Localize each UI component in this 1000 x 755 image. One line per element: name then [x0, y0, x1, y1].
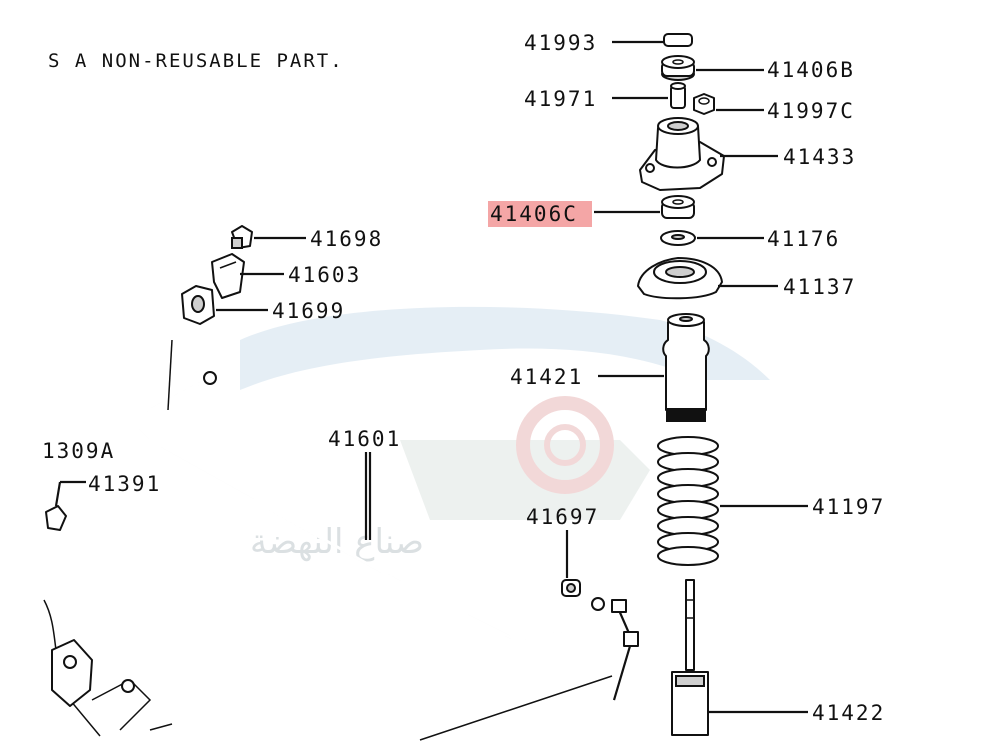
label-41699: 41699	[272, 299, 345, 323]
part-41137: 41137	[637, 257, 856, 300]
label-41406B: 41406B	[767, 58, 855, 82]
label-41997C: 41997C	[767, 99, 855, 123]
stabilizer-link	[419, 599, 639, 741]
label-41421: 41421	[510, 365, 583, 389]
part-41697: 41697	[526, 505, 599, 597]
label-41433: 41433	[783, 145, 856, 169]
label-41176: 41176	[767, 227, 840, 251]
label-41601: 41601	[328, 427, 401, 451]
label-41697: 41697	[526, 505, 599, 529]
label-41698: 41698	[310, 227, 383, 251]
non-reusable-note: S A NON-REUSABLE PART.	[48, 50, 344, 72]
part-41997C: 41997C	[693, 93, 855, 123]
label-41993: 41993	[524, 31, 597, 55]
part-41699: 41699	[181, 285, 345, 325]
part-41698: 41698	[231, 225, 383, 251]
part-41197: 41197	[657, 436, 885, 566]
label-41391: 41391	[88, 472, 161, 496]
lower-arm-assembly	[43, 599, 173, 737]
label-41971: 41971	[524, 87, 597, 111]
highlight-box	[488, 201, 592, 227]
watermark-logo: صناع النهضة	[240, 306, 770, 562]
part-41433: 41433	[639, 117, 856, 191]
part-41422: 41422	[671, 579, 885, 736]
part-41406B: 41406B	[661, 55, 855, 82]
label-41406C[interactable]: 41406C	[490, 202, 578, 226]
part-41406C: 41406C	[488, 195, 695, 227]
part-41421: 41421	[510, 313, 710, 422]
label-41603: 41603	[288, 263, 361, 287]
part-41993: 41993	[524, 31, 693, 55]
label-41137: 41137	[783, 275, 856, 299]
part-41391: 1309A 41391	[42, 439, 161, 531]
label-1309A: 1309A	[42, 439, 115, 463]
part-41601: 41601	[138, 339, 605, 644]
part-41971: 41971	[524, 82, 686, 111]
label-41422: 41422	[812, 701, 885, 725]
part-41603: 41603	[211, 253, 361, 299]
watermark-text: صناع النهضة	[250, 522, 424, 562]
part-41176: 41176	[660, 227, 840, 251]
label-41197: 41197	[812, 495, 885, 519]
